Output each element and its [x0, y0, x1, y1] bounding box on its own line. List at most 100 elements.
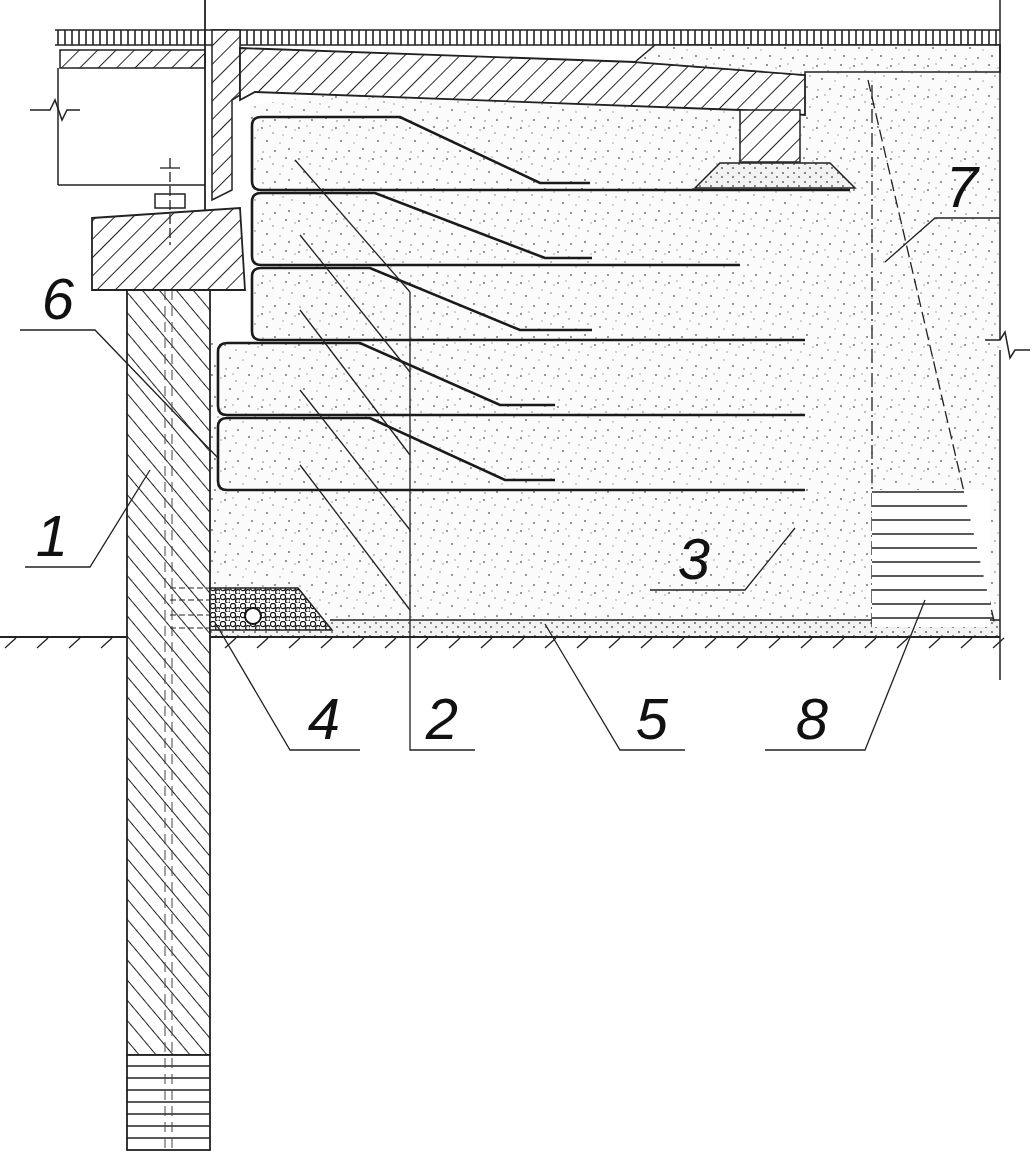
leader-line [300, 310, 410, 455]
leader-line [20, 330, 218, 458]
ground-tick [257, 638, 268, 648]
drain-zone-stripe [872, 505, 967, 506]
leader-line [885, 218, 1000, 262]
ground-tick [353, 638, 364, 648]
drain-zone [872, 490, 993, 627]
ground-tick [961, 638, 972, 648]
ground-tick [385, 638, 396, 648]
drain-zone-stripe [872, 533, 974, 534]
callout-number: 6 [42, 270, 74, 328]
ground-hatch [5, 638, 1004, 648]
weep-hole-line [170, 587, 210, 588]
pile-tip-line [127, 1077, 210, 1078]
drain-zone-ground [872, 490, 990, 627]
ground-tick [609, 638, 620, 648]
ground-tick [417, 638, 428, 648]
ground-tick [69, 638, 80, 648]
pile-tip-line [127, 1065, 210, 1066]
drain-zone-stripe [872, 603, 990, 604]
callout-number: 7 [946, 158, 978, 216]
wall-line [204, 0, 206, 210]
cap-beam [92, 208, 245, 290]
leader-line [300, 465, 410, 610]
leader-line [295, 160, 410, 292]
ground-tick [481, 638, 492, 648]
ground-tick [37, 638, 48, 648]
leader-line [410, 292, 475, 750]
drain-zone-stripe [872, 561, 980, 562]
leader-line [545, 624, 685, 750]
ground-tick [769, 638, 780, 648]
ground-tick [833, 638, 844, 648]
beam-line [58, 184, 205, 186]
pavement-strip [240, 30, 1000, 45]
anchor-bolt [169, 158, 170, 245]
pile-tip-line [127, 1125, 210, 1126]
weep-hole-line [170, 614, 210, 615]
ground-line [0, 636, 127, 638]
ground-tick [673, 638, 684, 648]
pavement-strip [55, 30, 205, 45]
leader-line [650, 528, 795, 590]
ground-tick [865, 638, 876, 648]
leader-line [216, 624, 360, 750]
ground-tick [5, 638, 16, 648]
pile-center-line [165, 290, 166, 1150]
geotextile-wrap [218, 418, 805, 490]
anchor-bolt [160, 167, 180, 168]
ground-tick [641, 638, 652, 648]
callout-number: 3 [678, 530, 710, 588]
geotextile-wrap [252, 117, 850, 190]
support-base [695, 163, 855, 188]
ground-tick [993, 638, 1004, 648]
ground-tick [801, 638, 812, 648]
pile-tip-line [127, 1089, 210, 1090]
leader-line [300, 390, 410, 530]
floor-slab [60, 50, 205, 68]
pile-tip-line [127, 1113, 210, 1114]
boundary-line [999, 0, 1001, 340]
callout-number: 5 [636, 690, 668, 748]
drain-zone-stripe [872, 547, 977, 548]
callout-number: 4 [308, 690, 340, 748]
weep-hole [170, 588, 210, 628]
weep-hole-line [170, 627, 210, 628]
pavement-concrete [635, 45, 1000, 75]
break-symbol [30, 100, 80, 120]
wall-panel [212, 30, 240, 200]
callout-number: 1 [36, 507, 68, 565]
ground-tick [737, 638, 748, 648]
pile-center-line [172, 290, 173, 1150]
geotextile-wraps [218, 117, 850, 490]
slab-support [740, 110, 800, 162]
backfill-soil [210, 72, 1000, 637]
boundary-line [999, 350, 1001, 680]
pavement-line [55, 29, 1000, 31]
pile-tip-line [127, 1137, 210, 1138]
drain-zone-stripe [872, 589, 987, 590]
ground-tick [929, 638, 940, 648]
geotextile-wrap [252, 193, 740, 265]
ground-tick [577, 638, 588, 648]
pile-tip-lines [127, 1066, 210, 1138]
drain-zone-stripe [872, 491, 964, 492]
break-symbol [985, 332, 1030, 358]
leader-line [25, 470, 150, 567]
ground-tick [101, 638, 112, 648]
drain-pipe [245, 608, 261, 624]
gravel-drain [210, 588, 332, 630]
callout-number: 2 [426, 690, 458, 748]
ground-tick [513, 638, 524, 648]
leader-line [765, 600, 925, 750]
ground-tick [705, 638, 716, 648]
weep-hole-line [170, 599, 210, 600]
drain-zone-stripe [872, 519, 971, 520]
ground-tick [449, 638, 460, 648]
ground-line [210, 636, 1000, 638]
pile-tip-line [127, 1101, 210, 1102]
beam-line [57, 68, 59, 185]
